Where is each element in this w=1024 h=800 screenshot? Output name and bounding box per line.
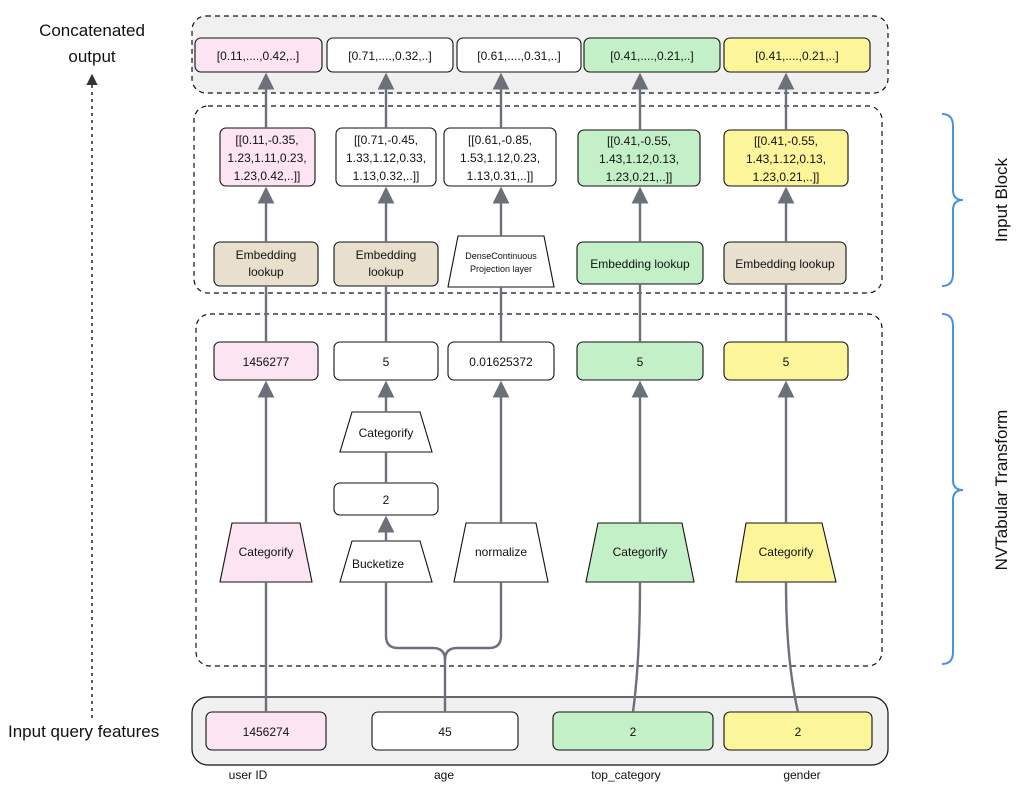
embedding-lookup-label: Embedding lookup [590,257,690,271]
feature-name-gender: gender [783,768,820,782]
bucketize-op [339,540,433,583]
bucket-value-text: 2 [383,493,390,507]
connector [784,581,800,713]
output-vector-text: [0.61,....,0.31,..] [477,49,560,63]
transformed-value-text: 5 [383,355,390,369]
embedding-line: 1.43,1.12,0.13, [599,152,679,166]
embedding-line: 1.23,0.21,..]] [753,170,820,184]
nvtabular-transform-panel [195,313,883,667]
feature-top-category-value: 2 [630,725,637,739]
column-top-category: [0.41,....,0.21,..] [[0.41,-0.55, 1.43,1… [576,37,721,583]
output-vector-age-continuous [456,37,582,73]
embedding-vector-user-id [219,127,316,187]
output-vector-text: [0.41,....,0.21,..] [610,49,693,63]
categorify-label: Categorify [613,545,668,559]
feature-name-user-id: user ID [229,768,268,782]
output-vector-gender [723,37,871,73]
column-user-id: [0.11,....,0.42,..] [[0.11,-0.35, 1.23,1… [194,37,323,583]
embedding-line: 1.23,1.11,0.23, [227,151,306,165]
nvtabular-bracket [941,313,964,665]
transformed-value-text: 5 [783,355,790,369]
embedding-lookup-label: Embedding [356,248,417,262]
categorify-op-age [339,411,433,453]
embedding-lookup-label: Embedding [236,248,297,262]
categorify-op-gender [735,522,837,583]
projection-layer-label: DenseContinuous [465,251,537,261]
embedding-line: 1.53,1.12,0.23, [460,151,540,165]
input-features-panel [191,696,889,766]
output-vector-text: [0.11,....,0.42,..] [217,49,300,63]
output-vector-text: [0.71,....,0.32,..] [348,49,431,63]
embedding-lookup-label: lookup [368,265,404,279]
embedding-line: 1.13,0.32,..]] [353,169,420,183]
feature-name-age: age [434,768,454,782]
connector [631,581,642,713]
feature-age-value: 45 [438,725,452,739]
input-block-label: Input Block [992,157,1011,242]
connector [384,582,447,712]
embedding-line: 1.33,1.12,0.33, [346,151,426,165]
embedding-line: [[0.41,-0.55, [754,134,818,148]
input-block-bracket [941,113,964,287]
concatenated-output-label-line1: Concatenated [39,21,145,40]
feature-gender-value: 2 [795,725,802,739]
connectors [257,72,800,713]
output-vector-top-category [583,37,721,73]
input-query-features-label: Input query features [8,722,159,741]
embedding-lookup-label: lookup [248,265,284,279]
nvtabular-transform-label: NVTabular Transform [992,410,1011,571]
categorify-label: Categorify [359,426,414,440]
column-gender: [0.41,....,0.21,..] [[0.41,-0.55, 1.43,1… [723,37,871,583]
categorify-label: Categorify [759,545,814,559]
embedding-line: 1.23,0.21,..]] [606,170,673,184]
column-age-continuous: [0.61,....,0.31,..] [[0.61,-0.85, 1.53,1… [443,37,582,583]
connector [443,582,503,661]
embedding-line: [[0.11,-0.35, [235,133,298,147]
output-vector-user-id [194,37,323,73]
transformed-value-text: 1456277 [243,355,290,369]
categorify-label: Categorify [239,545,294,559]
dense-continuous-projection-layer [447,235,555,288]
embedding-line: [[0.41,-0.55, [607,134,671,148]
normalize-op [453,522,549,583]
transformed-value-text: 5 [637,355,644,369]
normalize-label: normalize [475,545,527,559]
embedding-line: 1.13,0.31,..]] [467,169,534,183]
categorify-op-user-id [219,522,313,583]
output-vector-age-bucket [326,37,454,73]
transformed-value-text: 0.01625372 [469,355,533,369]
categorify-op-top-category [585,522,695,583]
embedding-line: [[0.71,-0.45, [354,133,418,147]
feature-name-top-category: top_category [591,768,660,782]
input-block-panel [193,105,883,294]
embedding-line: [[0.61,-0.85, [468,133,532,147]
concatenated-output-label-line2: output [68,47,116,66]
bucketize-label: Bucketize [352,557,404,571]
output-vector-text: [0.41,....,0.21,..] [755,49,838,63]
embedding-line: 1.23,0.42,..]] [234,169,301,183]
embedding-lookup-label: Embedding lookup [735,257,835,271]
embedding-line: 1.43,1.12,0.13, [746,152,826,166]
feature-user-id-value: 1456274 [243,725,290,739]
column-age-bucketized: [0.71,....,0.32,..] [[0.71,-0.45, 1.33,1… [326,37,454,583]
projection-layer-label: Projection layer [470,264,532,274]
